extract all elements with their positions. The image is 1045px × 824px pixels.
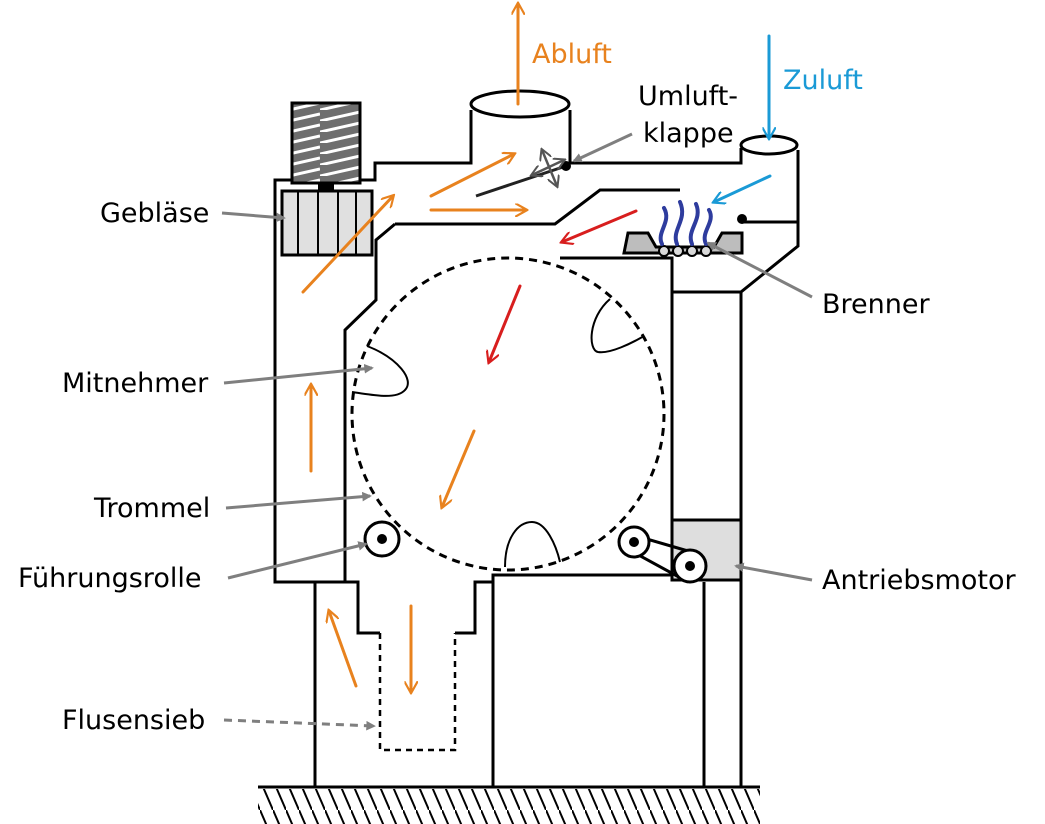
label-brenner: Brenner	[822, 289, 930, 320]
hot-air-arrows	[489, 209, 638, 362]
housing	[273, 110, 800, 788]
exhaust-pipe	[469, 89, 571, 119]
flame-icon	[658, 200, 713, 246]
label-antriebsmotor: Antriebsmotor	[822, 565, 1017, 596]
label-pointers	[221, 132, 813, 731]
blower	[280, 101, 374, 257]
guide-roller	[363, 520, 401, 558]
label-fuehrungsrolle: Führungsrolle	[18, 563, 201, 594]
airflow-arrows	[301, 4, 526, 692]
drum-paddles	[351, 298, 645, 568]
drive-motor	[617, 518, 743, 584]
label-abluft: Abluft	[532, 39, 612, 70]
recirculation-flap	[475, 150, 571, 198]
label-umluftklappe-line2: klappe	[643, 118, 734, 149]
intake-pipe	[739, 134, 799, 163]
label-zuluft: Zuluft	[783, 65, 863, 96]
burner	[622, 214, 747, 257]
label-geblaese: Gebläse	[100, 198, 209, 229]
label-trommel: Trommel	[93, 493, 210, 524]
fresh-air-arrows	[714, 34, 770, 202]
label-flusensieb: Flusensieb	[62, 705, 205, 736]
label-mitnehmer: Mitnehmer	[62, 368, 209, 399]
label-umluftklappe-line1: Umluft-	[638, 81, 738, 112]
floor	[258, 785, 760, 824]
drum	[350, 256, 666, 572]
